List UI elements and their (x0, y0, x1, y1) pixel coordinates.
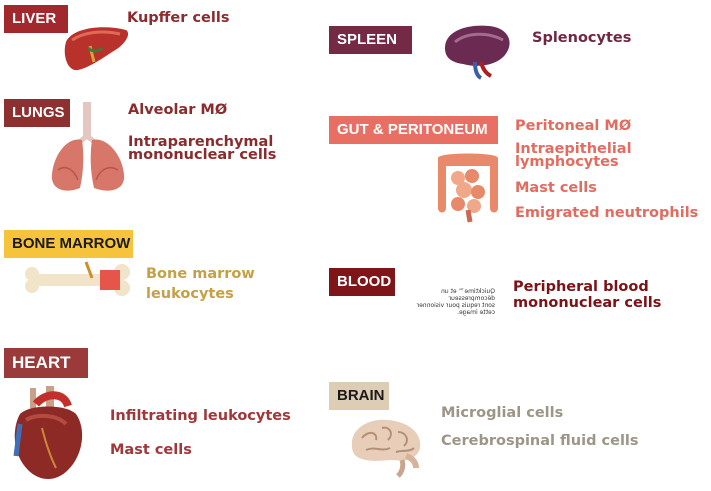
heart-cell-0: Infiltrating leukocytes (110, 408, 291, 424)
blood-image-placeholder-text: Quicktime™ et un décompresseur sont requ… (416, 288, 495, 316)
heart-icon (13, 386, 83, 479)
brain-label: BRAIN (329, 382, 389, 410)
liver-cell-0: Kupffer cells (127, 10, 230, 26)
liver-label: LIVER (4, 5, 68, 33)
spleen-icon (445, 25, 510, 80)
bone-marrow-cell-1: leukocytes (146, 286, 234, 302)
bone-marrow-cell-0: Bone marrow (146, 266, 255, 282)
blood-cell-0: Peripheral blood (513, 279, 649, 295)
spleen-label: SPLEEN (329, 26, 412, 54)
gut-cell-1: Intraepithelial (515, 141, 632, 157)
lungs-cell-2: mononuclear cells (128, 147, 277, 163)
intestine-icon (438, 153, 498, 223)
bone-marrow-label: BONE MARROW (4, 230, 133, 258)
lungs-cell-1: Intraparenchymal (128, 134, 274, 150)
lungs-cell-0: Alveolar MØ (128, 102, 228, 118)
blood-label: BLOOD (329, 268, 395, 296)
lungs-icon (51, 102, 125, 191)
heart-cell-1: Mast cells (110, 442, 192, 458)
gut-cell-2: lymphocytes (515, 154, 619, 170)
blood-cell-1: mononuclear cells (513, 295, 662, 311)
gut-label: GUT & PERITONEUM (329, 116, 498, 144)
heart-label: HEART (4, 348, 88, 378)
liver-icon (64, 27, 129, 71)
gut-cell-4: Emigrated neutrophils (515, 205, 699, 221)
gut-cell-0: Peritoneal MØ (515, 118, 632, 134)
brain-cell-0: Microglial cells (441, 405, 564, 421)
brain-icon (351, 419, 421, 478)
gut-cell-3: Mast cells (515, 180, 597, 196)
brain-cell-1: Cerebrospinal fluid cells (441, 433, 639, 449)
bone-icon (25, 261, 130, 296)
spleen-cell-0: Splenocytes (532, 30, 632, 46)
lungs-label: LUNGS (4, 99, 70, 127)
